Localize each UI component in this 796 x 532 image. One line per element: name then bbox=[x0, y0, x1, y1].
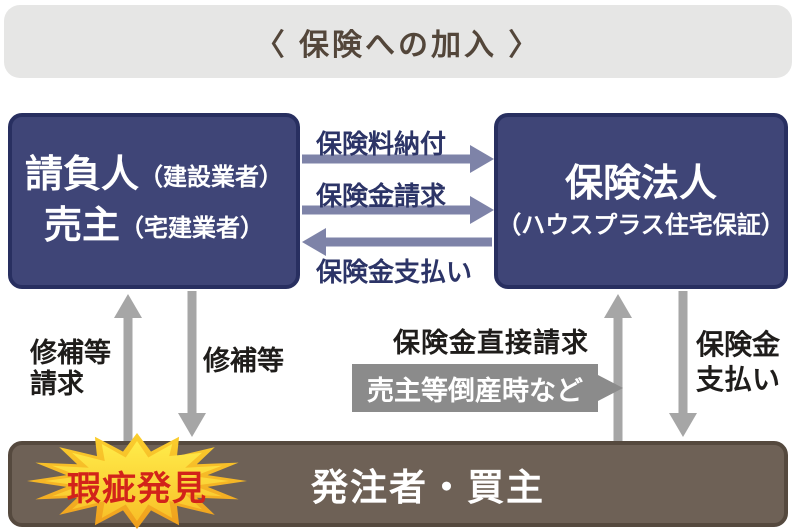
insurer-main-label: 保険法人 bbox=[564, 163, 717, 206]
repair-request-arrow-head bbox=[114, 294, 142, 318]
seller-sub-label: （宅建業者） bbox=[120, 215, 264, 242]
contractor-line: 請負人（建設業者） bbox=[25, 150, 283, 201]
repair-label: 修補等 bbox=[203, 346, 284, 376]
payout-seller-arrow-shaft bbox=[326, 237, 492, 247]
payout-to-seller-label: 保険金支払い bbox=[316, 257, 473, 287]
repair-arrow-shaft bbox=[187, 291, 197, 413]
seller-line: 売主（宅建業者） bbox=[44, 201, 264, 252]
tag-pointer-icon bbox=[598, 375, 623, 401]
direct-claim-arrow-head bbox=[604, 294, 632, 318]
repair-arrow-head bbox=[178, 413, 206, 437]
bankruptcy-condition-tag: 売主等倒産時など bbox=[352, 364, 623, 412]
premium-arrow-head bbox=[470, 145, 494, 173]
insurer-box: 保険法人 （ハウスプラス住宅保証） bbox=[494, 113, 788, 289]
diagram-title: 〈 保険への加入 〉 bbox=[254, 28, 542, 62]
direct-claim-label: 保険金直接請求 bbox=[393, 328, 589, 358]
title-bar: 〈 保険への加入 〉 bbox=[4, 5, 792, 78]
contractor-sub-label: （建設業者） bbox=[139, 163, 283, 191]
buyer-label: 発注者・買主 bbox=[311, 467, 545, 508]
payout-buyer-arrow-shaft bbox=[678, 291, 688, 413]
contractor-seller-box: 請負人（建設業者） 売主（宅建業者） bbox=[8, 113, 300, 289]
payout-buyer-arrow-head bbox=[669, 413, 697, 437]
seller-main-label: 売主 bbox=[43, 205, 120, 247]
payout-to-buyer-label: 保険金 支払い bbox=[696, 329, 781, 395]
insurer-sub-label: （ハウスプラス住宅保証） bbox=[497, 212, 785, 240]
premium-payment-label: 保険料納付 bbox=[316, 129, 447, 159]
defect-found-label: 瑕疵発見 bbox=[67, 470, 207, 508]
claim-arrow-head bbox=[470, 196, 494, 224]
repair-request-label: 修補等 請求 bbox=[30, 338, 111, 399]
bankruptcy-condition-label: 売主等倒産時など bbox=[367, 375, 583, 406]
insurance-claim-label: 保険金請求 bbox=[316, 181, 447, 211]
repair-request-arrow-shaft bbox=[123, 318, 133, 441]
contractor-main-label: 請負人 bbox=[24, 153, 139, 196]
